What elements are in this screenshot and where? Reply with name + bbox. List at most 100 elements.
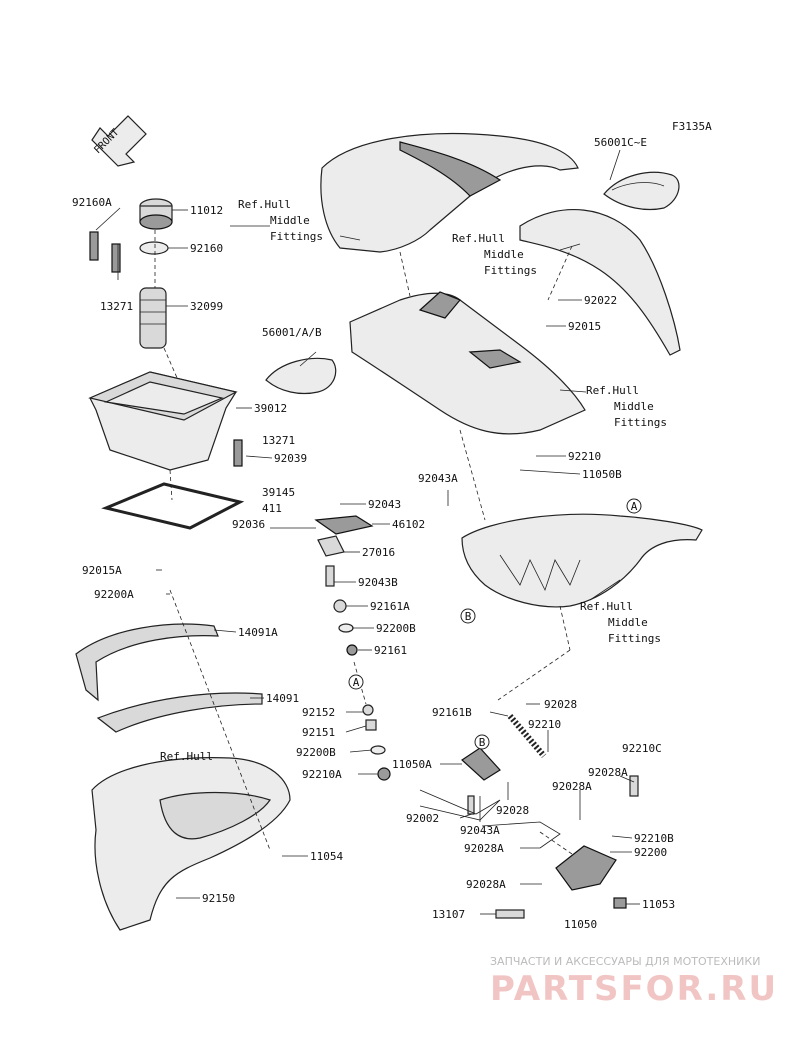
callout-label: 11053 — [642, 898, 675, 911]
svg-text:B: B — [465, 610, 472, 623]
front-arrow — [91, 115, 147, 167]
svg-text:Middle: Middle — [484, 248, 524, 261]
reference-note: Ref.Hull — [160, 750, 213, 763]
callout-label: 11050B — [582, 468, 622, 481]
svg-text:A: A — [353, 676, 360, 689]
bin-seal-part — [101, 482, 245, 530]
callout-label: 92152 — [302, 706, 335, 719]
callout-label: 92200B — [296, 746, 336, 759]
callout-label: 11054 — [310, 850, 343, 863]
svg-text:Ref.Hull: Ref.Hull — [160, 750, 213, 763]
callout-label: 92028 — [496, 804, 529, 817]
reference-note: Ref.Hull Middle Fittings — [238, 198, 323, 243]
callout-label: 27016 — [362, 546, 395, 559]
callout-label: 92161A — [370, 600, 410, 613]
callout-label: 13271 — [262, 434, 295, 447]
callout-label: 92015A — [82, 564, 122, 577]
marker-a-top: A — [626, 498, 642, 514]
callout-label: 32099 — [190, 300, 223, 313]
callout-label: 39145 — [262, 486, 295, 499]
reference-note: Ref.Hull Middle Fittings — [586, 384, 667, 429]
callout-label: 92200 — [634, 846, 667, 859]
callout-label: 92028A — [466, 878, 506, 891]
callout-label: 92160 — [190, 242, 223, 255]
hinge-bracket-part — [314, 515, 391, 781]
callout-label: 92036 — [232, 518, 265, 531]
callout-label: 92150 — [202, 892, 235, 905]
callout-label: 92022 — [584, 294, 617, 307]
callout-label: 92028A — [552, 780, 592, 793]
svg-text:B: B — [479, 736, 486, 749]
callout-label: 92043A — [418, 472, 458, 485]
callout-label: 92210 — [528, 718, 561, 731]
side-mirror-left-part — [265, 357, 337, 395]
callout-label: 39012 — [254, 402, 287, 415]
latch-part — [495, 775, 639, 919]
callout-label: 13107 — [432, 908, 465, 921]
callout-label: 92043B — [358, 576, 398, 589]
svg-text:Ref.Hull: Ref.Hull — [580, 600, 633, 613]
callout-label: 92200A — [94, 588, 134, 601]
bumper-lower-part — [96, 692, 263, 733]
callout-label: 92200B — [376, 622, 416, 635]
alignment-lines — [154, 230, 573, 855]
callout-label: 92161B — [432, 706, 472, 719]
svg-text:Middle: Middle — [608, 616, 648, 629]
filler-gasket-part — [139, 241, 169, 255]
watermark-tagline: ЗАПЧАСТИ И АКСЕССУАРЫ ДЛЯ МОТОТЕХНИКИ — [490, 955, 760, 968]
hull-body-part — [91, 757, 291, 931]
marker-a-bottom: A — [348, 674, 364, 690]
latch-assembly-part — [461, 747, 501, 815]
callout-label: 56001C~E — [594, 136, 647, 149]
callout-label: 14091 — [266, 692, 299, 705]
leader-lines — [95, 149, 640, 915]
callout-label: 92160A — [72, 196, 112, 209]
callout-label: 11050A — [392, 758, 432, 771]
callout-label: 92043 — [368, 498, 401, 511]
callout-label: 92015 — [568, 320, 601, 333]
callout-label: 92210 — [568, 450, 601, 463]
callout-label: 92210C — [622, 742, 662, 755]
svg-text:A: A — [631, 500, 638, 513]
callout-label: 92210B — [634, 832, 674, 845]
marker-b-top: B — [460, 608, 476, 624]
callout-label: 92039 — [274, 452, 307, 465]
svg-text:Fittings: Fittings — [270, 230, 323, 243]
watermark: ЗАПЧАСТИ И АКСЕССУАРЫ ДЛЯ МОТОТЕХНИКИ PA… — [490, 955, 778, 1009]
storage-bin-part — [88, 371, 238, 471]
callout-label: 14091A — [238, 626, 278, 639]
side-mirror-right-part — [603, 171, 680, 211]
filler-cap-part — [139, 198, 173, 230]
callout-label: 92210A — [302, 768, 342, 781]
callout-label: 56001/A/B — [262, 326, 322, 339]
callout-label: 11012 — [190, 204, 223, 217]
callout-label: 92028 — [544, 698, 577, 711]
marker-b-bottom: B — [474, 734, 490, 750]
callout-labels: 11012 92160A 92160 13271 32099 39012 132… — [72, 136, 675, 931]
callout-label: 92028A — [464, 842, 504, 855]
svg-text:Fittings: Fittings — [614, 416, 667, 429]
seat-cowl-part — [320, 132, 579, 253]
watermark-brand: PARTSFOR.RU — [490, 969, 778, 1009]
clip-strips-part — [89, 231, 243, 467]
svg-text:Ref.Hull: Ref.Hull — [238, 198, 291, 211]
right-trim-panel-part — [519, 209, 681, 356]
callout-label: 46102 — [392, 518, 425, 531]
callout-label: 11050 — [564, 918, 597, 931]
center-deck-panel-part — [349, 291, 586, 435]
reference-note: Ref.Hull Middle Fittings — [452, 232, 537, 277]
svg-text:Middle: Middle — [270, 214, 310, 227]
callout-label: 411 — [262, 502, 282, 515]
svg-text:Ref.Hull: Ref.Hull — [452, 232, 505, 245]
reference-note: Ref.Hull Middle Fittings — [580, 600, 661, 645]
svg-text:Middle: Middle — [614, 400, 654, 413]
callout-label: 92028A — [588, 766, 628, 779]
svg-text:Fittings: Fittings — [608, 632, 661, 645]
callout-label: 13271 — [100, 300, 133, 313]
diagram-code: F3135A — [672, 120, 712, 133]
callout-label: 92043A — [460, 824, 500, 837]
damper-spring-part — [507, 714, 547, 758]
svg-text:Ref.Hull: Ref.Hull — [586, 384, 639, 397]
callout-label: 92161 — [374, 644, 407, 657]
